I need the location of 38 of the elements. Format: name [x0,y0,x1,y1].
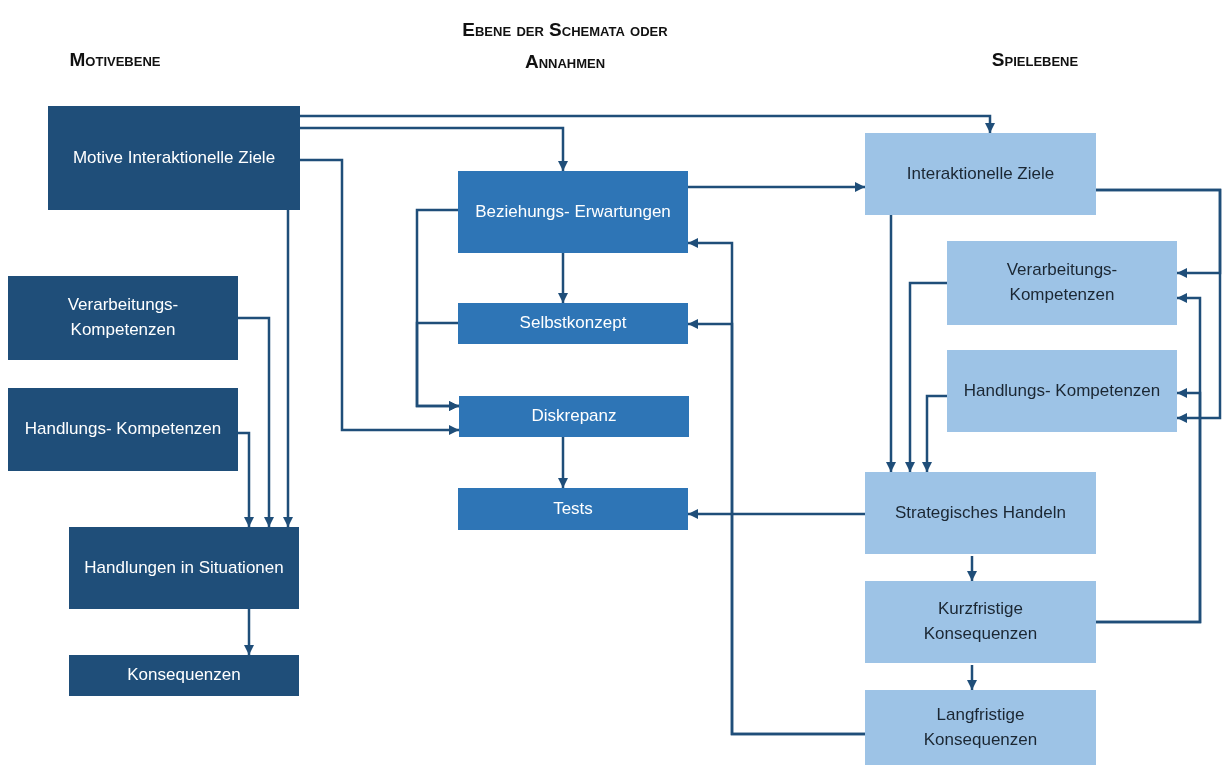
process-box: Konsequenzen [69,655,299,696]
arrow [300,126,568,171]
arrow [967,556,977,581]
arrow [922,394,947,472]
process-box: Diskrepanz [459,396,689,437]
process-box: Handlungen in Situationen [69,527,299,609]
column-heading: Motivebene [68,48,162,72]
arrow [886,215,896,472]
column-heading: Spielebene [990,48,1080,72]
arrow [1096,388,1202,624]
arrow [688,238,865,736]
process-box: Tests [458,488,688,530]
process-box: Strategisches Handeln [865,472,1096,554]
arrow [905,281,947,472]
arrow [688,509,865,519]
column-heading: Ebene der Schemata oder Annahmen [461,18,669,74]
process-box: Handlungs- Kompetenzen [8,388,238,471]
arrow [244,609,254,655]
arrow [300,158,459,435]
arrow [558,253,568,303]
arrow [558,437,568,488]
process-box: Verarbeitungs- Kompetenzen [8,276,238,360]
process-box: Motive Interaktionelle Ziele [48,106,300,210]
arrow [283,210,293,527]
arrow [238,316,274,527]
arrow [300,114,995,133]
process-box: Beziehungs- Erwartungen [458,171,688,253]
process-box: Interaktionelle Ziele [865,133,1096,215]
process-box: Kurzfristige Konsequenzen [865,581,1096,663]
arrow [415,321,459,411]
process-box: Langfristige Konsequenzen [865,690,1096,765]
process-box: Handlungs- Kompetenzen [947,350,1177,432]
arrow [238,431,254,527]
process-box: Selbstkonzept [458,303,688,344]
arrow [688,182,865,192]
arrow [1096,188,1222,423]
process-box: Verarbeitungs- Kompetenzen [947,241,1177,325]
arrow [967,665,977,690]
